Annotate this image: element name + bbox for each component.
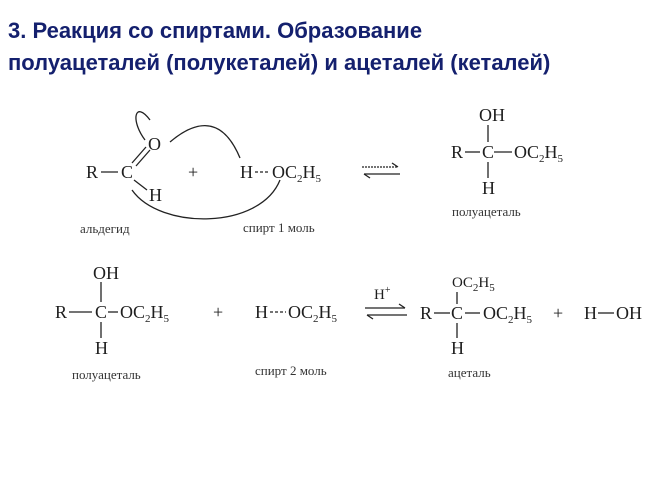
curved-arrow [131,179,281,220]
label-hemiacetal: полуацеталь [452,204,521,219]
atom-h: H [240,162,253,182]
atom-c: C [95,302,108,322]
label-alcohol-2: спирт 2 моль [255,363,327,378]
plus-sign: + [188,162,199,182]
atom-c: C [451,303,464,323]
water-h: H [584,303,597,323]
atom-h: H [255,302,268,322]
catalyst-h-plus: H+ [374,285,391,303]
atom-r: R [451,142,464,162]
ethoxy-group: OC2H5 [120,302,170,325]
label-alcohol-1: спирт 1 моль [243,220,315,235]
double-bond [131,146,147,164]
bond [133,179,148,191]
atom-oh: OH [93,263,119,283]
atom-h: H [149,185,162,205]
atom-oh: OH [479,105,505,125]
ethoxy-group: OC2H5 [288,302,338,325]
atom-c: C [121,162,134,182]
atom-h: H [95,338,108,358]
ethoxy-group: OC2H5 [483,303,533,326]
label-aldehyde: альдегид [80,221,130,236]
ethoxy-group: OC2H5 [452,275,495,294]
atom-h: H [482,178,495,198]
atom-o: O [148,134,161,154]
atom-c: C [482,142,495,162]
plus-sign: + [213,302,224,322]
title-line-1: 3. Реакция со спиртами. Образование [8,18,423,43]
label-hemiacetal-2: полуацеталь [72,367,141,382]
curved-arrow [135,111,151,141]
label-acetal: ацеталь [448,365,491,380]
water-oh: OH [616,303,642,323]
atom-r: R [55,302,68,322]
ethoxy-group: OC2H5 [514,142,564,165]
ethoxy-group: OC2H5 [272,162,322,185]
atom-h: H [451,338,464,358]
atom-r: R [86,162,99,182]
title-line-2: полуацеталей (полукеталей) и ацеталей (к… [8,50,551,75]
plus-sign: + [553,303,564,323]
atom-r: R [420,303,433,323]
curved-arrow [169,125,241,159]
